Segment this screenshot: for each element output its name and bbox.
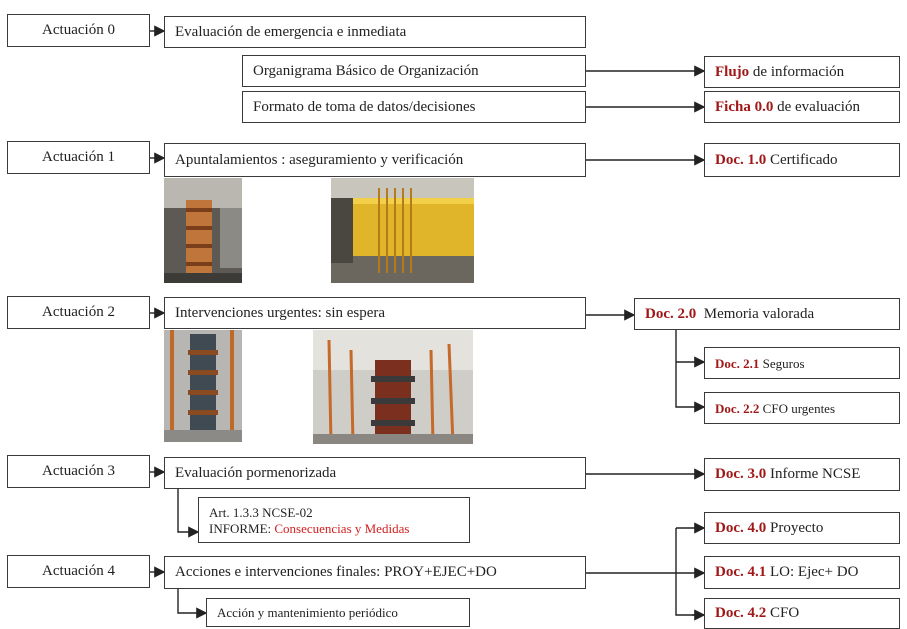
doc-3-0: Doc. 3.0 Informe NCSE — [704, 458, 900, 491]
doc-text: Certificado — [766, 151, 838, 168]
doc-code: Doc. 4.1 — [715, 564, 767, 580]
doc-4-2: Doc. 4.2 CFO — [704, 598, 900, 629]
doc-code: Doc. 4.2 — [715, 605, 767, 621]
step-mantenimiento: Acción y mantenimiento periódico — [206, 598, 470, 627]
step-evaluacion-pormenorizada-text: Evaluación pormenorizada — [175, 464, 337, 481]
doc-1-0: Doc. 1.0 Certificado — [704, 143, 900, 177]
step-acciones-finales-text: Acciones e intervenciones finales: PROY+… — [175, 564, 497, 580]
step-acciones-finales: Acciones e intervenciones finales: PROY+… — [164, 556, 586, 589]
photo-apuntalamiento-pilar-image — [164, 178, 242, 283]
photo-intervencion-pilar-2 — [313, 330, 473, 444]
step-formato-datos-text: Formato de toma de datos/decisiones — [253, 98, 476, 115]
doc-code: Doc. 4.0 — [715, 519, 767, 536]
doc-code: Ficha 0.0 — [715, 98, 774, 115]
photo-intervencion-pilar-1 — [164, 330, 242, 442]
step-intervenciones-urgentes-text: Intervenciones urgentes: sin espera — [175, 304, 386, 321]
actuacion-0-label: Actuación 0 — [7, 14, 150, 47]
actuacion-4-label: Actuación 4 — [7, 555, 150, 588]
doc-text: LO: Ejec+ DO — [766, 564, 859, 580]
actuacion-3-label: Actuación 3 — [7, 455, 150, 488]
actuacion-2-text: Actuación 2 — [42, 304, 115, 320]
doc-text: CFO urgentes — [759, 400, 836, 416]
step-apuntalamientos-text: Apuntalamientos : aseguramiento y verifi… — [175, 151, 464, 168]
doc-code: Doc. 2.1 — [715, 355, 760, 371]
doc-text: Informe NCSE — [766, 466, 861, 482]
doc-code: Flujo — [715, 63, 750, 80]
doc-code: Doc. 1.0 — [715, 151, 767, 168]
doc-flujo-informacion: Flujo de información — [704, 56, 900, 88]
note-informe-prefix: INFORME: — [209, 520, 275, 536]
doc-code: Doc. 2.2 — [715, 400, 760, 416]
step-intervenciones-urgentes: Intervenciones urgentes: sin espera — [164, 297, 586, 329]
step-organigrama: Organigrama Básico de Organización — [242, 55, 586, 87]
doc-ficha-0-0: Ficha 0.0 de evaluación — [704, 91, 900, 123]
note-consecuencias-red: Consecuencias y Medidas — [274, 520, 410, 536]
doc-4-0: Doc. 4.0 Proyecto — [704, 512, 900, 544]
doc-2-2: Doc. 2.2 CFO urgentes — [704, 392, 900, 424]
step-mantenimiento-text: Acción y mantenimiento periódico — [217, 605, 398, 620]
step-evaluacion-pormenorizada: Evaluación pormenorizada — [164, 457, 586, 489]
photo-intervencion-pilar-2-image — [313, 330, 473, 444]
note-ncse-informe: Art. 1.3.3 NCSE-02 INFORME: Consecuencia… — [198, 497, 470, 543]
doc-2-0: Doc. 2.0 Memoria valorada — [634, 298, 900, 330]
photo-intervencion-pilar-1-image — [164, 330, 242, 442]
actuacion-0-text: Actuación 0 — [42, 22, 115, 38]
actuacion-3-text: Actuación 3 — [42, 463, 115, 479]
doc-text: de información — [749, 63, 845, 80]
doc-4-1: Doc. 4.1 LO: Ejec+ DO — [704, 556, 900, 589]
step-evaluacion-emergencia: Evaluación de emergencia e inmediata — [164, 16, 586, 48]
doc-2-1: Doc. 2.1 Seguros — [704, 347, 900, 379]
doc-text: Memoria valorada — [696, 305, 815, 322]
doc-text: de evaluación — [773, 98, 860, 115]
photo-apuntalamiento-muro — [331, 178, 474, 283]
step-evaluacion-emergencia-text: Evaluación de emergencia e inmediata — [175, 23, 407, 40]
step-formato-datos: Formato de toma de datos/decisiones — [242, 91, 586, 123]
actuacion-4-text: Actuación 4 — [42, 563, 115, 579]
doc-text: Proyecto — [766, 519, 824, 536]
actuacion-1-text: Actuación 1 — [42, 149, 115, 165]
actuacion-2-label: Actuación 2 — [7, 296, 150, 329]
doc-code: Doc. 2.0 — [645, 305, 697, 322]
photo-apuntalamiento-pilar — [164, 178, 242, 283]
note-ncse-line1: Art. 1.3.3 NCSE-02 — [209, 504, 313, 520]
doc-code: Doc. 3.0 — [715, 466, 767, 482]
actuacion-1-label: Actuación 1 — [7, 141, 150, 174]
photo-apuntalamiento-muro-image — [331, 178, 474, 283]
doc-text: Seguros — [759, 355, 805, 371]
step-apuntalamientos: Apuntalamientos : aseguramiento y verifi… — [164, 143, 586, 177]
step-organigrama-text: Organigrama Básico de Organización — [253, 62, 479, 79]
doc-text: CFO — [766, 605, 800, 621]
note-ncse-line2: INFORME: Consecuencias y Medidas — [209, 522, 409, 535]
